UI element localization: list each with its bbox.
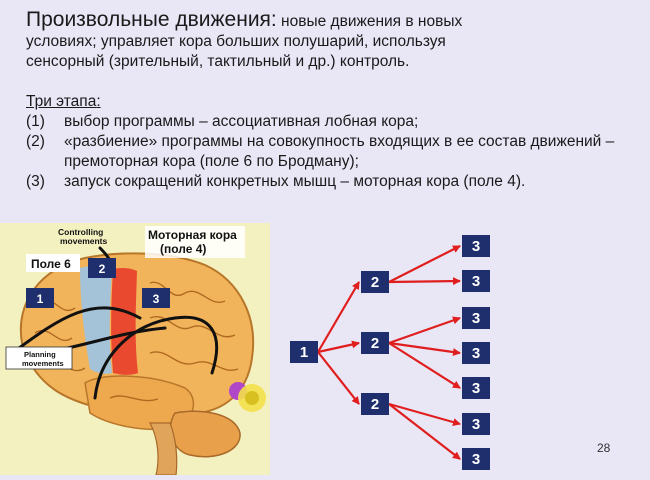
tree-node-level3: 3 (462, 307, 490, 329)
tree-node-root-label: 1 (300, 344, 308, 361)
tree-node-root: 1 (290, 341, 318, 363)
tree-arrow-root-to-level2 (317, 340, 360, 354)
tree-arrow-root-to-level2 (317, 351, 360, 405)
tree-arrow-level2-to-level3 (388, 316, 461, 345)
title-lead: Произвольные движения: (26, 8, 277, 31)
tree-node-level3: 3 (462, 342, 490, 364)
tree-arrow-root-to-level2 (317, 281, 360, 353)
tree-node-level3-box (462, 342, 490, 364)
label-motor-2: (поле 4) (160, 242, 206, 256)
tree-node-level3-box (462, 413, 490, 435)
brain-stem (149, 422, 178, 475)
tree-node-level3-label: 3 (472, 380, 480, 397)
brain-box-3-label: 3 (153, 292, 160, 306)
tree-node-level3: 3 (462, 270, 490, 292)
stage-item: (1) выбор программы – ассоциативная лобн… (26, 112, 626, 132)
tree-node-level3: 3 (462, 413, 490, 435)
tree-arrow-level2-to-level3 (388, 277, 461, 286)
stages-heading: Три этапа: (26, 92, 626, 112)
brain-illustration: Controlling movements Моторная кора (пол… (5, 226, 266, 475)
tree-arrow-level2-to-level3 (388, 342, 461, 389)
tree-node-level3: 3 (462, 235, 490, 257)
tree-node-level3-box (462, 235, 490, 257)
tree-node-root-box (290, 341, 318, 363)
tree-node-level3-box (462, 270, 490, 292)
stage-number: (3) (26, 173, 45, 190)
field6-label-bg (26, 254, 80, 272)
label-field6: Поле 6 (31, 257, 71, 271)
tree-node-level3-box (462, 377, 490, 399)
stage-item: (2) «разбиение» программы на совокупност… (26, 132, 626, 172)
planning-label-bg (5, 346, 73, 370)
label-controlling-2: movements (60, 236, 108, 246)
stage-text: запуск сокращений конкретных мышц – мото… (64, 173, 526, 190)
tree-node-level3-label: 3 (472, 451, 480, 468)
tree-node-level2-box (361, 271, 389, 293)
tree-node-level3-label: 3 (472, 416, 480, 433)
tree-node-level3-label: 3 (472, 345, 480, 362)
title-rest: новые движения в новых (276, 13, 463, 30)
tree-node-level2: 2 (361, 332, 389, 354)
brain-box-1-label: 1 (37, 292, 44, 306)
tree-arrow-level2-to-level3 (388, 402, 461, 426)
tree-node-level2-label: 2 (371, 335, 379, 352)
tree-arrow-level2-to-level3 (388, 403, 461, 460)
pointer-dot (245, 391, 259, 405)
stage-text: выбор программы – ассоциативная лобная к… (64, 113, 419, 130)
tree-node-level2-label: 2 (371, 396, 379, 413)
tree-node-level3-box (462, 307, 490, 329)
tree-arrow-level2-to-level3 (388, 245, 461, 283)
tree-node-level3-box (462, 448, 490, 470)
stage-number: (1) (26, 113, 45, 130)
stages-heading-text: Три этапа (26, 93, 97, 110)
tree-node-level3: 3 (462, 448, 490, 470)
label-planning-1: Planning (24, 350, 56, 359)
title-line-1: Произвольные движения: новые движения в … (26, 8, 626, 32)
brain-box-2 (88, 258, 116, 278)
tree-arrow-level2-to-level3 (388, 341, 461, 356)
tree-node-level2-label: 2 (371, 274, 379, 291)
tree-node-level2-box (361, 332, 389, 354)
stage-item: (3) запуск сокращений конкретных мышц – … (26, 172, 626, 192)
tree-node-level2: 2 (361, 393, 389, 415)
title-line-3: сенсорный (зрительный, тактильный и др.)… (26, 53, 410, 70)
label-motor-1: Моторная кора (148, 228, 237, 242)
tree-edges (317, 245, 461, 460)
tree-node-level3-label: 3 (472, 238, 480, 255)
brain-temporal-lobe (84, 375, 195, 431)
slide-text: Произвольные движения: новые движения в … (26, 8, 626, 192)
stages-heading-colon: : (96, 93, 101, 110)
motor-label-bg (145, 226, 245, 258)
page-number: 28 (597, 441, 611, 455)
brain-figure: Controlling movements Моторная кора (пол… (0, 223, 270, 475)
tree-nodes: 1 2 2 2 3 3 3 3 3 3 3 (290, 235, 490, 470)
tree-node-level2-box (361, 393, 389, 415)
tree-node-level3: 3 (462, 377, 490, 399)
stage-text: «разбиение» программы на совокупность вх… (64, 133, 615, 170)
premotor-area (80, 265, 112, 374)
brain-box-3 (142, 288, 170, 308)
label-controlling-1: Controlling (58, 227, 103, 237)
tree-node-level3-label: 3 (472, 310, 480, 327)
label-planning-2: movements (22, 359, 64, 368)
brain-box-1 (26, 288, 54, 308)
stage-number: (2) (26, 133, 45, 150)
tree-node-level2: 2 (361, 271, 389, 293)
tree-node-level3-label: 3 (472, 273, 480, 290)
brain-box-2-label: 2 (99, 262, 106, 276)
title-line-2: условиях; управляет кора больших полушар… (26, 33, 446, 50)
